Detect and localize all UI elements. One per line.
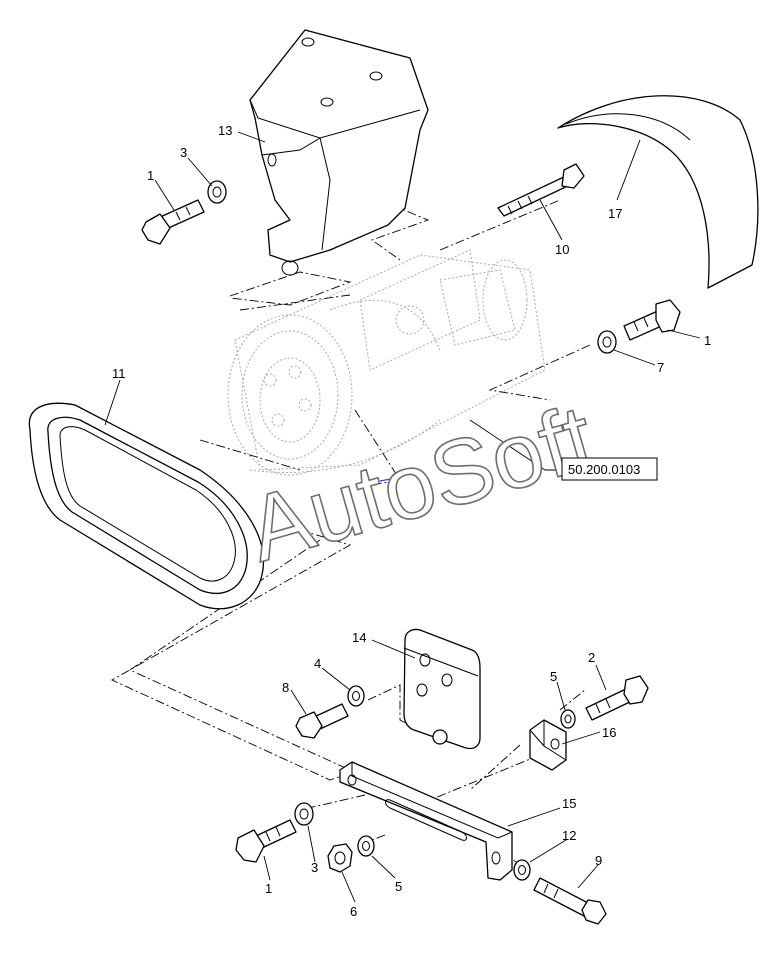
part-2-bolt xyxy=(585,675,649,721)
leader-lines xyxy=(104,131,701,903)
part-3-washer-top xyxy=(207,180,227,204)
callout-labels: 1 3 13 10 17 1 7 11 14 4 8 5 2 16 15 12 … xyxy=(112,123,711,919)
callout-16: 16 xyxy=(602,725,616,740)
callout-1-top: 1 xyxy=(147,168,154,183)
part-7-washer xyxy=(597,330,617,354)
callout-13: 13 xyxy=(218,123,232,138)
callout-1-right: 1 xyxy=(704,333,711,348)
callout-12: 12 xyxy=(562,828,576,843)
part-3-washer-bottom xyxy=(294,802,314,826)
part-1-bolt-bottom xyxy=(235,819,297,863)
callout-5-right: 5 xyxy=(550,669,557,684)
callout-3-bottom: 3 xyxy=(311,860,318,875)
part-6-nut xyxy=(327,843,353,873)
callout-7: 7 xyxy=(657,360,664,375)
callout-11: 11 xyxy=(112,366,126,381)
part-12-washer xyxy=(513,859,531,881)
part-5-washer-bottom xyxy=(357,835,375,857)
callout-6: 6 xyxy=(350,904,357,919)
part-5-washer-right xyxy=(560,709,576,729)
part-4-washer xyxy=(347,685,365,707)
callout-3-top: 3 xyxy=(180,145,187,160)
callout-14: 14 xyxy=(352,630,366,645)
callout-9: 9 xyxy=(595,853,602,868)
part-16-nut-block xyxy=(529,719,567,771)
assembly-lines xyxy=(111,199,591,866)
callout-10: 10 xyxy=(555,242,569,257)
reference-box-label: 50.200.0103 xyxy=(568,462,640,477)
part-13-upper-bracket xyxy=(249,29,429,276)
part-8-bolt xyxy=(295,703,349,739)
part-1-bolt-right xyxy=(623,299,681,341)
part-9-bolt xyxy=(533,877,607,925)
compressor-ghost xyxy=(227,249,546,476)
part-14-spacer-plate xyxy=(403,628,481,750)
callout-5-bottom: 5 xyxy=(395,879,402,894)
callout-2: 2 xyxy=(588,650,595,665)
reference-box[interactable]: 50.200.0103 xyxy=(561,457,658,481)
part-17-belt-shield xyxy=(557,95,759,289)
callout-1-bottom: 1 xyxy=(265,881,272,896)
watermark-text: AutoSoft xyxy=(237,386,604,581)
callout-17: 17 xyxy=(608,206,622,221)
part-15-lower-bracket xyxy=(339,761,513,881)
reference-marker xyxy=(379,477,397,482)
callout-4: 4 xyxy=(314,656,321,671)
callout-15: 15 xyxy=(562,796,576,811)
part-10-long-bolt xyxy=(497,163,585,217)
part-1-bolt-top xyxy=(141,199,205,245)
callout-8: 8 xyxy=(282,680,289,695)
part-11-belt xyxy=(28,402,264,610)
